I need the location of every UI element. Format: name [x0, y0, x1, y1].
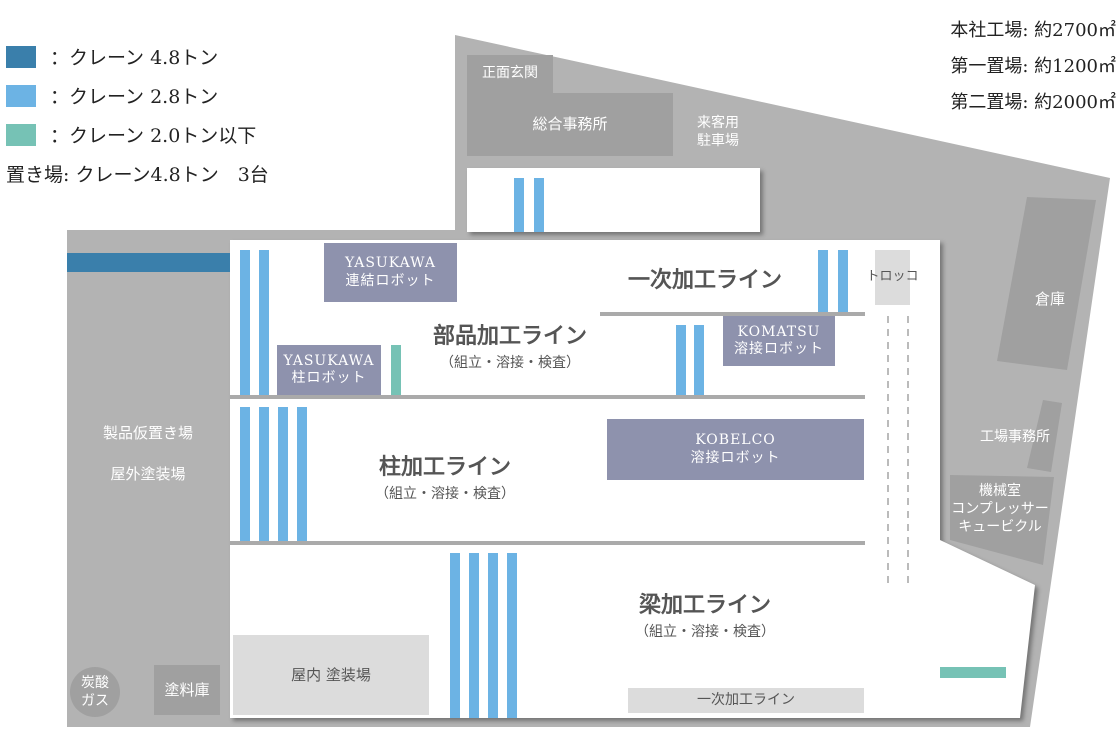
legend-swatch	[6, 84, 36, 107]
primary-line-small: 一次加工ライン	[628, 688, 864, 713]
paint-store: 塗料庫	[154, 665, 220, 715]
crane-28	[259, 250, 269, 395]
crane-48-yard	[67, 253, 230, 272]
crane-28	[259, 407, 269, 542]
trolley-label: トロッコ	[866, 269, 919, 285]
crane-20	[391, 345, 401, 395]
robot-brand: KOBELCO	[695, 432, 776, 448]
crane-28	[469, 553, 479, 718]
machine-room-block	[950, 475, 1054, 565]
parking-label-2: 駐車場	[697, 133, 739, 150]
legend-crane-28: ：クレーン 2.8トン	[6, 82, 218, 109]
area-main-factory: 本社工場: 約2700㎡	[950, 20, 1116, 41]
machine-label-1: 機械室	[979, 483, 1021, 499]
beam-line-label: 梁加工ライン	[638, 592, 771, 618]
column-line-title: 柱加工ライン （組立・溶接・検査）	[345, 449, 545, 503]
line-divider	[230, 541, 865, 545]
beam-line-title: 梁加工ライン （組立・溶接・検査）	[605, 587, 805, 641]
paint-store-label: 塗料庫	[164, 680, 210, 699]
general-office: 総合事務所	[467, 93, 673, 156]
crane-28	[818, 250, 828, 312]
robot-type: 連結ロボット	[345, 272, 436, 289]
machine-label-3: キュービクル	[958, 519, 1042, 536]
line-divider	[600, 312, 865, 316]
crane-28	[240, 250, 250, 395]
robot-brand: YASUKAWA	[283, 352, 375, 369]
crane-20	[940, 667, 1006, 678]
machine-label-2: コンプレッサー	[951, 501, 1049, 518]
machine-room-label: 機械室コンプレッサーキュービクル	[945, 482, 1055, 537]
primary-line-title: 一次加工ライン	[627, 267, 782, 293]
robot-type: 柱ロボット	[291, 370, 367, 386]
crane-28	[534, 178, 544, 232]
robot-brand: YASUKAWA	[345, 255, 436, 271]
line-divider	[230, 395, 865, 399]
indoor-paint-label: 屋内 塗装場	[291, 665, 371, 684]
co2-gas-tank	[70, 667, 120, 717]
column-line-sub: （組立・溶接・検査）	[375, 486, 515, 502]
visitor-parking: 来客用駐車場	[688, 114, 748, 150]
area-second-yard: 第二置場: 約2000㎡	[950, 92, 1116, 113]
co2-label-2: ガス	[81, 692, 109, 709]
robot-type: 溶接ロボット	[734, 341, 824, 357]
crane-28	[240, 407, 250, 542]
crane-28	[488, 553, 498, 718]
crane-28	[297, 407, 307, 542]
warehouse-block	[997, 197, 1096, 370]
beam-line-sub: （組立・溶接・検査）	[635, 624, 775, 640]
trolley: トロッコ	[867, 250, 919, 305]
legend-crane-20: ：クレーン 2.0トン以下	[6, 121, 256, 148]
robot-type: 溶接ロボット	[690, 449, 781, 466]
factory-office-label: 工場事務所	[980, 429, 1050, 445]
legend-label: ：クレーン 4.8トン	[50, 47, 219, 69]
parts-line-title: 部品加工ライン （組立・溶接・検査）	[400, 318, 620, 372]
warehouse-label: 倉庫	[1034, 290, 1065, 308]
office-label: 総合事務所	[532, 115, 608, 134]
co2-label-1: 炭酸	[81, 675, 109, 691]
robot-brand: KOMATSU	[737, 323, 821, 340]
column-line-label: 柱加工ライン	[378, 454, 511, 480]
crane-28	[450, 553, 460, 718]
legend-label: ：クレーン 2.0トン以下	[50, 125, 257, 147]
entrance-label: 正面玄関	[482, 65, 538, 82]
crane-28	[278, 407, 288, 542]
area-first-yard: 第一置場: 約1200㎡	[950, 56, 1116, 77]
crane-28	[838, 250, 848, 312]
outdoor-paint-label: 屋外塗装場	[110, 465, 186, 483]
crane-28	[694, 325, 704, 395]
legend-swatch	[6, 123, 36, 146]
co2-gas-label: 炭酸ガス	[70, 675, 120, 710]
primary-line-small-label: 一次加工ライン	[697, 691, 795, 708]
entrance: 正面玄関	[467, 55, 553, 93]
legend-crane-48: ：クレーン 4.8トン	[6, 43, 218, 70]
legend-label: ：クレーン 2.8トン	[50, 86, 219, 108]
annex-floor	[467, 168, 760, 232]
parts-line-sub: （組立・溶接・検査）	[440, 355, 580, 371]
factory-office-block	[1027, 400, 1062, 472]
legend-swatch	[6, 45, 36, 68]
product-storage-label: 製品仮置き場	[102, 424, 193, 442]
crane-28	[507, 553, 517, 718]
parking-label-1: 来客用	[697, 115, 739, 131]
indoor-paint-area: 屋内 塗装場	[233, 635, 429, 715]
crane-28	[676, 325, 686, 395]
parts-line-label: 部品加工ライン	[432, 323, 587, 349]
legend-note: 置き場: クレーン4.8トン 3台	[6, 164, 269, 186]
crane-28	[514, 178, 524, 232]
